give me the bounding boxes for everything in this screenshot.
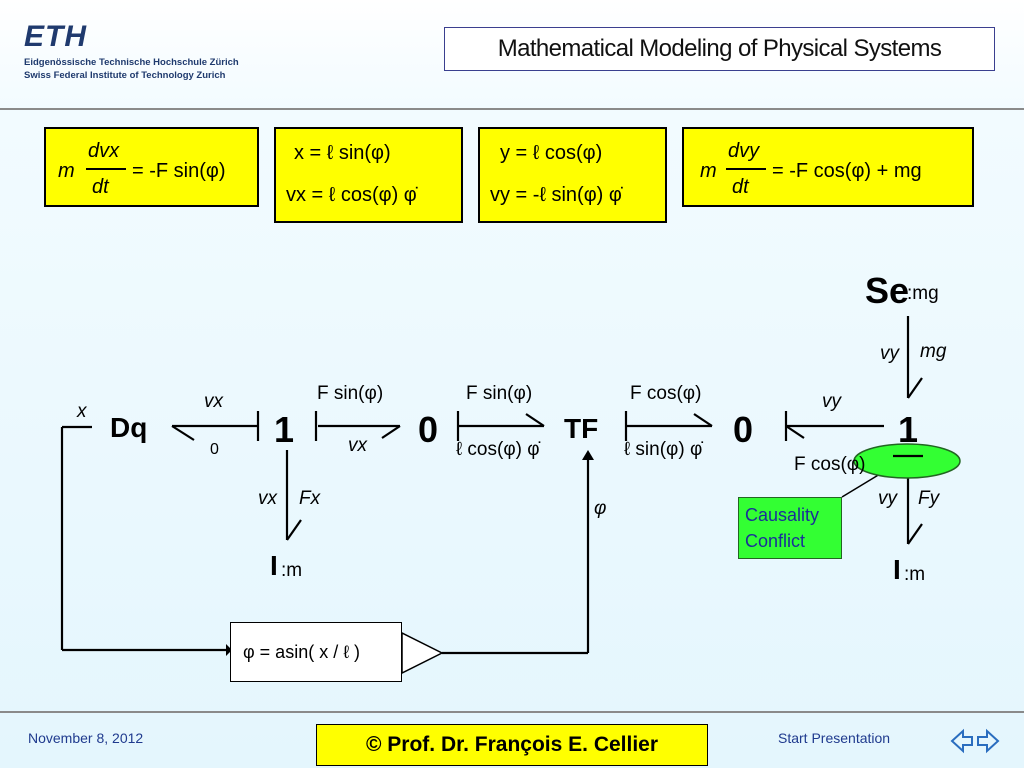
x-label: x bbox=[77, 401, 87, 422]
label-vx-top: vx bbox=[204, 391, 223, 412]
tf-node: TF bbox=[564, 413, 599, 444]
asin-block: φ = asin( x / ℓ ) bbox=[230, 622, 402, 682]
eq4-mass: m bbox=[700, 160, 717, 182]
label-vy-I: vy bbox=[878, 488, 897, 509]
eq4-rhs: = -F cos(φ) + mg bbox=[772, 160, 922, 182]
eq1-mass: m bbox=[58, 160, 75, 182]
I-node-left: I bbox=[270, 550, 278, 581]
logo-mark: ETH bbox=[24, 20, 87, 53]
half-arrow-1r-0r bbox=[785, 425, 805, 439]
slide-title: Mathematical Modeling of Physical System… bbox=[444, 27, 995, 71]
equation-box-y: y = ℓ cos(φ) vy = -ℓ sin(φ) φ̇ bbox=[478, 127, 667, 223]
arrow-into-tf bbox=[582, 450, 594, 460]
I-left-param: :m bbox=[281, 560, 303, 581]
eth-logo: ETH Eidgenössische Technische Hochschule… bbox=[24, 22, 239, 82]
zero-junction-right: 0 bbox=[733, 409, 754, 450]
equation-box-vy: m dvy dt = -F cos(φ) + mg bbox=[682, 127, 974, 207]
half-arrow-dq bbox=[171, 425, 195, 441]
I-right-param: :m bbox=[904, 564, 926, 585]
label-mg-se: mg bbox=[920, 341, 947, 362]
label-fsin-2: F sin(φ) bbox=[466, 383, 533, 404]
label-vy-se: vy bbox=[880, 343, 899, 364]
label-fcos-bottom: F cos(φ) bbox=[794, 454, 866, 475]
label-fsin-1: F sin(φ) bbox=[317, 383, 384, 404]
eq1-numerator: dvx bbox=[88, 140, 120, 162]
eq2-line2: vx = ℓ cos(φ) φ̇ bbox=[286, 184, 417, 206]
logo-line-1: Eidgenössische Technische Hochschule Zür… bbox=[24, 57, 239, 68]
label-lsin-phidot: ℓ sin(φ) φ̇ bbox=[624, 439, 703, 460]
label-vx-I: vx bbox=[258, 488, 277, 509]
half-arrow-1r-I bbox=[907, 523, 923, 545]
one-junction-left: 1 bbox=[274, 409, 295, 450]
footer-date: November 8, 2012 bbox=[28, 730, 144, 746]
label-vx-mid: vx bbox=[348, 435, 367, 456]
zero-junction-mid: 0 bbox=[418, 409, 439, 450]
header-divider bbox=[0, 108, 1024, 110]
label-Fx-I: Fx bbox=[299, 488, 321, 509]
label-vy-top: vy bbox=[822, 391, 841, 412]
logo-line-2: Swiss Federal Institute of Technology Zu… bbox=[24, 70, 226, 81]
label-zero-effort: 0 bbox=[210, 441, 219, 458]
eq1-fraction-bar bbox=[86, 168, 126, 170]
half-arrow-tf-0 bbox=[693, 413, 713, 427]
eq4-numerator: dvy bbox=[728, 140, 760, 162]
conflict-ellipse bbox=[853, 443, 961, 479]
half-arrow-1l-I bbox=[286, 519, 302, 541]
equation-box-x: x = ℓ sin(φ) vx = ℓ cos(φ) φ̇ bbox=[274, 127, 463, 223]
eq1-denominator: dt bbox=[92, 176, 109, 198]
arrow-into-gate bbox=[226, 644, 232, 656]
se-param: :mg bbox=[907, 283, 939, 304]
eq3-line1: y = ℓ cos(φ) bbox=[500, 142, 603, 164]
footer-author: © Prof. Dr. François E. Cellier bbox=[316, 724, 708, 766]
label-fcos-top: F cos(φ) bbox=[630, 383, 702, 404]
eq3-line2: vy = -ℓ sin(φ) φ̇ bbox=[490, 184, 622, 206]
label-phi: φ bbox=[594, 498, 607, 519]
gate-triangle bbox=[401, 631, 444, 675]
half-arrow-0-tf bbox=[525, 413, 545, 427]
causality-conflict-box: Causality Conflict bbox=[738, 497, 842, 559]
conflict-pointer bbox=[841, 473, 881, 498]
conflict-line-1: Causality bbox=[745, 505, 820, 525]
eq1-rhs: = -F sin(φ) bbox=[132, 160, 226, 182]
equation-box-vx: m dvx dt = -F sin(φ) bbox=[44, 127, 259, 207]
se-node: Se bbox=[865, 270, 910, 311]
I-node-right: I bbox=[893, 554, 901, 585]
eq4-fraction-bar bbox=[726, 168, 766, 170]
left-right-arrows-icon[interactable] bbox=[950, 728, 1000, 757]
asin-expression: φ = asin( x / ℓ ) bbox=[243, 642, 361, 662]
label-Fy-I: Fy bbox=[918, 488, 940, 509]
half-arrow-1-0 bbox=[381, 425, 401, 439]
half-arrow-se bbox=[907, 377, 923, 399]
eq2-line1: x = ℓ sin(φ) bbox=[294, 142, 391, 164]
footer-divider bbox=[0, 711, 1024, 713]
conflict-line-2: Conflict bbox=[745, 531, 806, 551]
label-lcos-phidot: ℓ cos(φ) φ̇ bbox=[456, 439, 540, 460]
eq4-denominator: dt bbox=[732, 176, 749, 198]
start-presentation-link[interactable]: Start Presentation bbox=[778, 730, 891, 746]
one-junction-right: 1 bbox=[898, 409, 919, 450]
dq-node: Dq bbox=[110, 412, 148, 443]
